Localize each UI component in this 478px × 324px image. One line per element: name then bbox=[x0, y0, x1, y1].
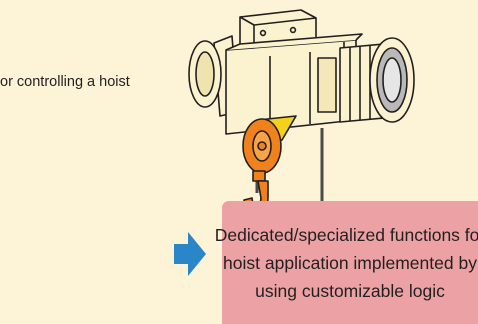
result-line-3: using customizable logic bbox=[255, 280, 445, 301]
right-motor bbox=[339, 37, 415, 123]
result-line-1: Dedicated/specialized functions for bbox=[214, 224, 478, 245]
result-box: Dedicated/specialized functions for hois… bbox=[215, 201, 478, 324]
caption-text: or controlling a hoist bbox=[0, 74, 130, 90]
result-line-2: hoist application implemented by bbox=[223, 252, 477, 273]
hoist-body bbox=[225, 33, 363, 135]
